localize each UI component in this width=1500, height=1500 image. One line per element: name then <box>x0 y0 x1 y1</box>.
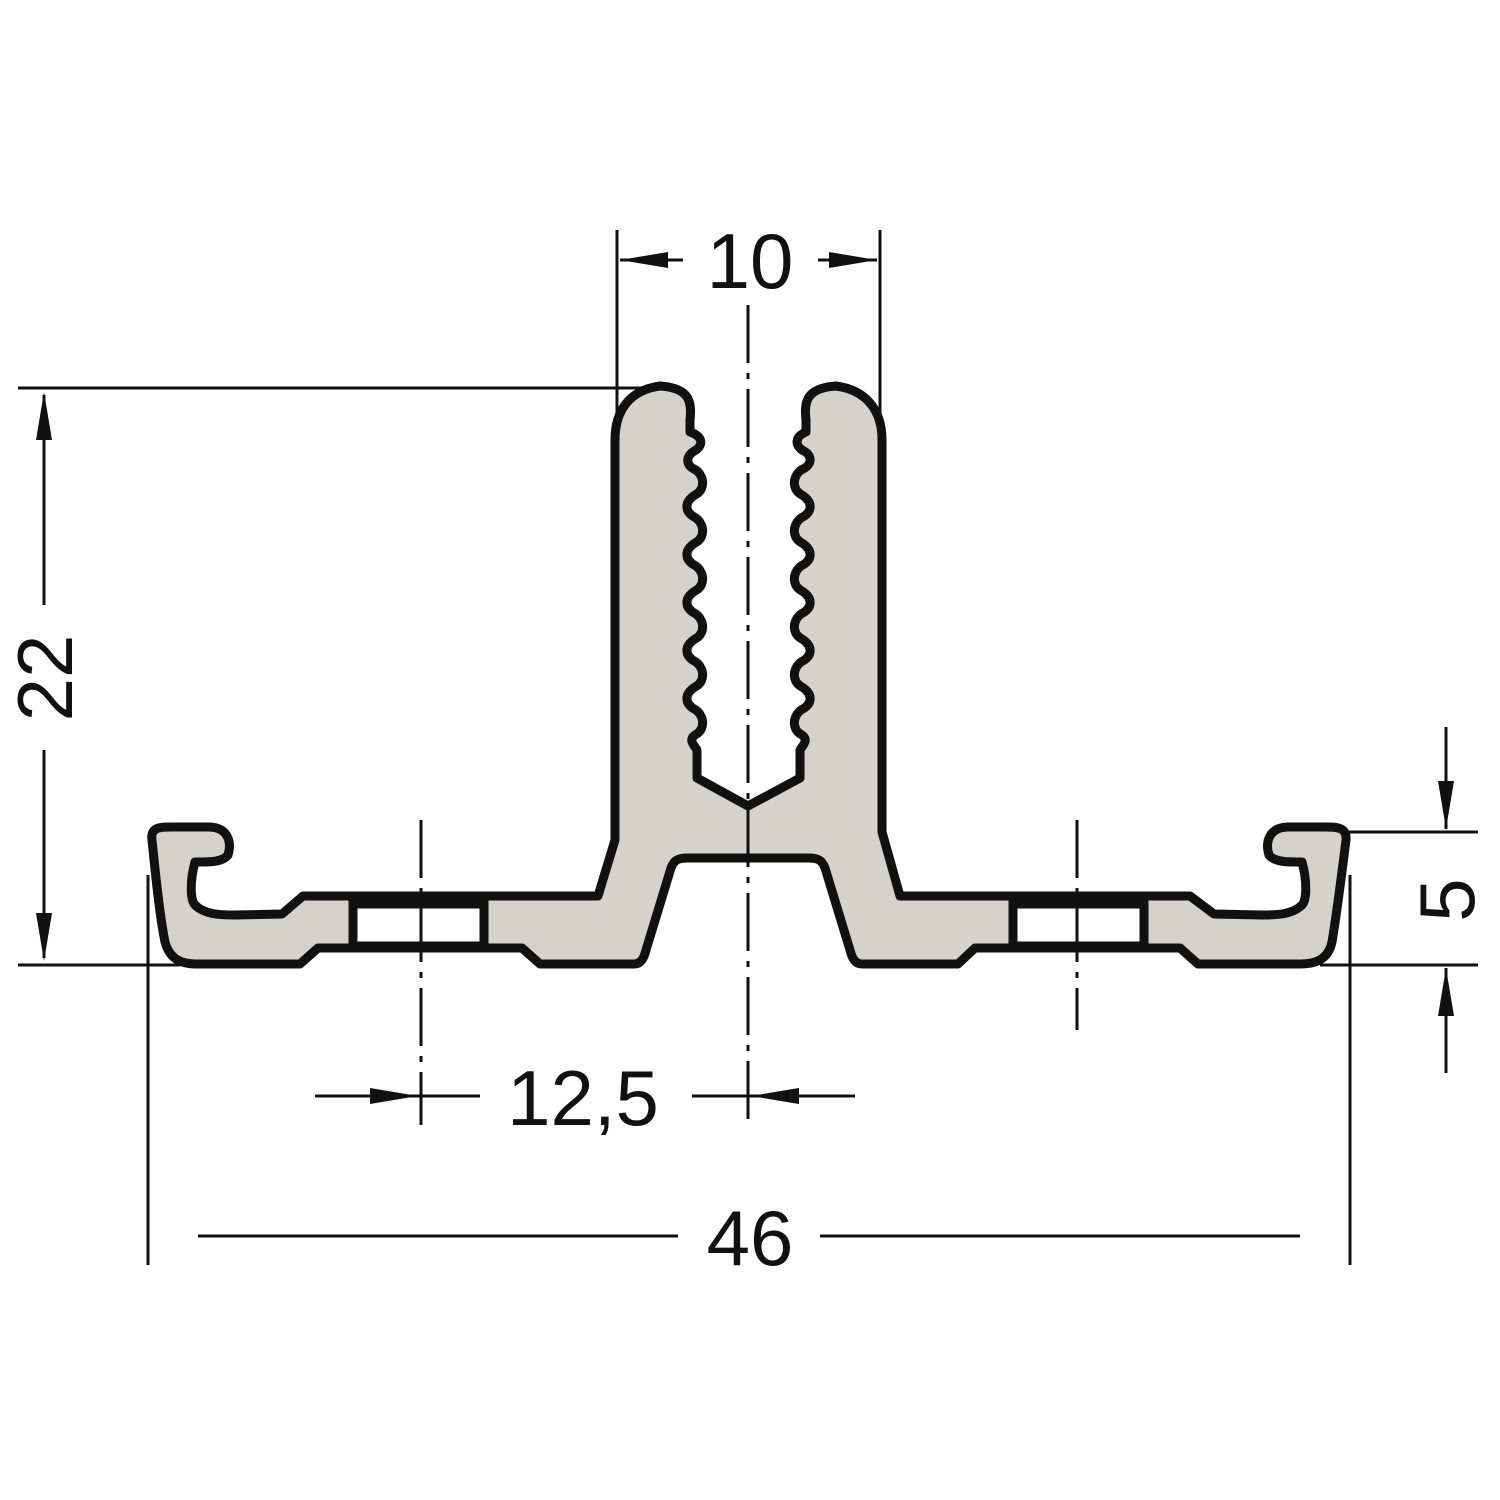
offset-label: 12,5 <box>507 1054 659 1142</box>
slot-arrow-right <box>829 252 877 268</box>
dimension-hole-offset: 12,5 <box>315 1054 855 1142</box>
center-lines <box>419 305 1079 1125</box>
dimension-base-height: 5 <box>1320 727 1491 1073</box>
base-label: 5 <box>1403 878 1491 921</box>
dimension-slot-width: 10 <box>615 217 882 420</box>
base-arrow-top <box>1438 781 1454 829</box>
offset-arrow-left <box>370 1088 418 1104</box>
height-arrow-top <box>36 392 52 440</box>
base-arrow-bottom <box>1438 968 1454 1016</box>
slot-label: 10 <box>707 217 794 305</box>
slot-arrow-left <box>620 252 668 268</box>
dimension-overall-width: 46 <box>146 875 1352 1282</box>
height-label: 22 <box>1 635 89 722</box>
left-hole <box>348 899 489 951</box>
offset-arrow-right <box>751 1088 799 1104</box>
width-label: 46 <box>707 1194 794 1282</box>
height-arrow-bottom <box>36 913 52 961</box>
dimension-overall-height: 22 <box>1 386 642 967</box>
